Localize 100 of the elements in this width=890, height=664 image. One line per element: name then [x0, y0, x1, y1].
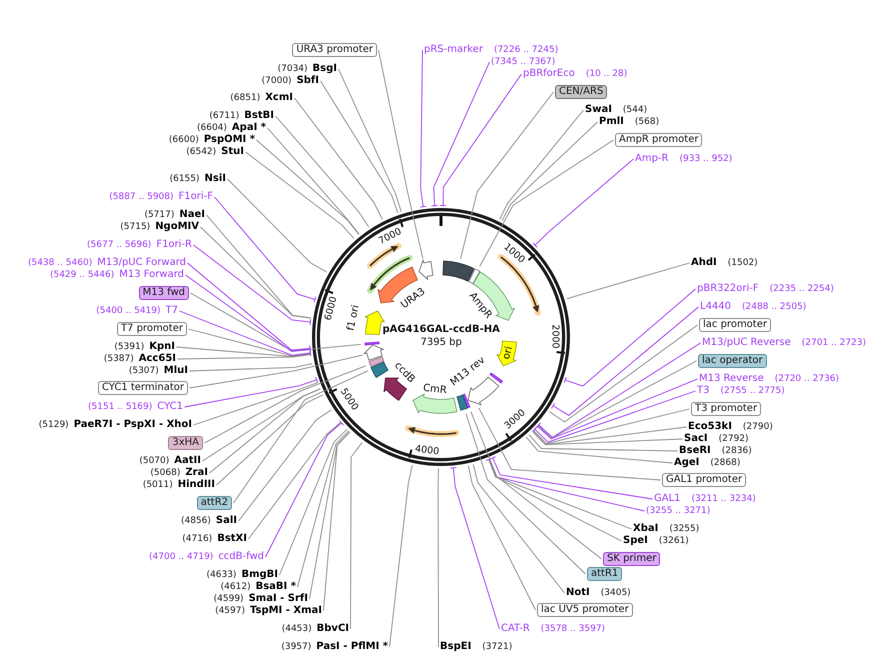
leader-line — [279, 428, 348, 576]
enzyme-name: NsiI — [204, 173, 226, 184]
site-position: (4716) — [182, 534, 212, 544]
primer-name: Amp-R — [635, 153, 668, 164]
enzyme-name: MluI — [164, 365, 188, 376]
feature-name: M13 rev — [448, 354, 488, 389]
leader-line — [245, 152, 354, 239]
leader-line — [526, 436, 673, 464]
leader-line — [564, 288, 696, 387]
leader-line — [189, 363, 313, 372]
leader-line — [470, 411, 602, 560]
leader-line — [206, 214, 312, 318]
enzyme-name: SbfI — [296, 75, 319, 86]
enzyme-name: NaeI — [179, 209, 205, 220]
feature-tag: attR2 — [196, 496, 232, 510]
enzyme-name: SacI — [684, 433, 708, 444]
primer-name: GAL1 — [654, 493, 681, 504]
leader-line — [532, 158, 634, 248]
site-position: (6600) — [168, 135, 199, 145]
primer-position: (5400 .. 5419) — [96, 306, 161, 316]
leader-line — [389, 464, 413, 648]
site-position: (5387) — [104, 354, 134, 364]
site-position: (2836) — [722, 446, 752, 456]
site-position: (6711) — [209, 111, 240, 121]
leader-line — [190, 292, 362, 352]
site-position: (5717) — [144, 210, 174, 220]
enzyme-name: XcmI — [265, 92, 293, 103]
leader-line — [193, 244, 312, 326]
leader-line — [378, 50, 424, 260]
leader-line — [431, 62, 490, 206]
leader-line — [294, 98, 383, 220]
enzyme-name: AatII — [174, 455, 201, 466]
scale-label: 2000 — [550, 324, 561, 349]
feature-tag: T7 promoter — [116, 322, 187, 336]
enzyme-name: BstBI — [244, 110, 274, 121]
feature-tag: lac operator — [698, 354, 767, 368]
feature-name: f1 ori — [345, 304, 363, 332]
enzyme-name: PaeR7I - PspXI - XhoI — [74, 419, 192, 430]
leader-line — [297, 430, 350, 588]
site-position: (4597) — [215, 606, 245, 616]
leader-line — [265, 420, 344, 558]
plasmid-size: 7395 bp — [420, 337, 462, 349]
leader-line — [532, 430, 683, 446]
primer-position: (5151 .. 5169) — [88, 402, 152, 412]
leader-line — [488, 458, 632, 530]
enzyme-name: BsgI — [312, 63, 337, 74]
leader-line — [438, 468, 439, 648]
site-position: (4633) — [206, 570, 236, 580]
leader-line — [490, 456, 653, 500]
leader-line — [420, 50, 427, 208]
leader-line — [450, 467, 500, 630]
site-position: (5307) — [128, 366, 159, 376]
leader-line — [338, 68, 402, 212]
leader-line — [184, 376, 318, 408]
primer-position: (5438 .. 5460) — [28, 258, 92, 268]
site-position: (4453) — [282, 624, 312, 634]
primer-position: (2235 .. 2254) — [770, 284, 834, 294]
primer-position: (7226 .. 7245) — [494, 45, 558, 55]
leader-line — [566, 262, 690, 300]
enzyme-name: PmlI — [599, 116, 624, 127]
site-position: (568) — [634, 117, 660, 127]
primer-position: (5887 .. 5908) — [109, 192, 174, 202]
primer-name: CAT-R — [501, 623, 530, 634]
site-position: (2792) — [718, 434, 749, 444]
enzyme-name: SalI — [216, 515, 237, 526]
primer-name: pRS-marker — [424, 44, 483, 55]
leader-line — [460, 92, 554, 260]
feature-tag: URA3 promoter — [292, 43, 377, 57]
leader-line — [350, 442, 363, 630]
leader-line — [177, 354, 312, 360]
enzyme-name: TspMI - XmaI — [250, 605, 322, 616]
leader-line — [499, 110, 584, 220]
leader-line — [188, 328, 312, 357]
primer-position: (2701 .. 2723) — [802, 338, 866, 348]
scale-label: 7000 — [376, 226, 404, 247]
leader-line — [248, 422, 342, 540]
primer-name: M13/pUC Forward — [97, 257, 186, 268]
primer-name: T7 — [166, 305, 178, 316]
leader-line — [502, 122, 598, 222]
feature-tag: AmpR promoter — [615, 133, 702, 147]
site-position: (5715) — [120, 222, 150, 232]
feature-tag: 3xHA — [168, 436, 203, 450]
leader-line — [320, 80, 398, 214]
enzyme-name: SwaI — [585, 104, 612, 115]
enzyme-name: BsaBI * — [256, 581, 296, 592]
leader-line — [214, 196, 316, 303]
enzyme-name: NgoMIV — [155, 221, 199, 232]
enzyme-name: HindIII — [178, 479, 215, 490]
leader-line — [187, 262, 311, 352]
leader-line — [528, 434, 678, 452]
leader-line — [176, 346, 312, 358]
primer-name: ccdB-fwd — [218, 551, 264, 562]
site-position: (2868) — [710, 458, 740, 468]
primer-name: T3 — [697, 385, 710, 396]
leader-line — [532, 390, 696, 443]
leader-line — [472, 464, 565, 594]
enzyme-name: BbvCI — [316, 623, 349, 634]
site-position: (4612) — [220, 582, 251, 592]
primer-position: (2488 .. 2505) — [742, 302, 806, 312]
site-position: (5068) — [150, 468, 180, 478]
